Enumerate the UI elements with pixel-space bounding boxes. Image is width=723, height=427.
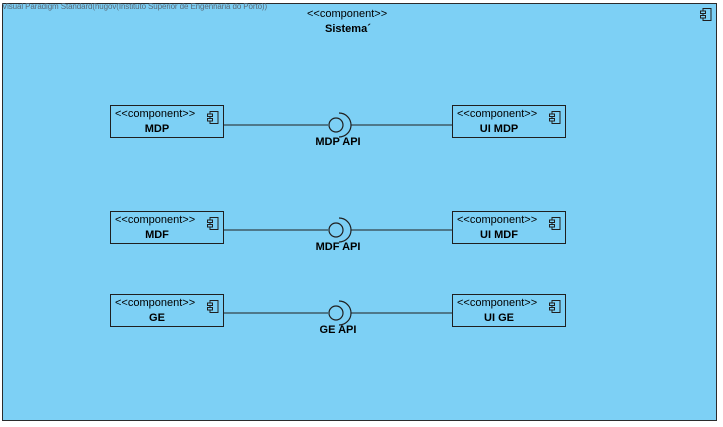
component-ui-mdf[interactable]: <<component>> UI MDF [452,211,566,244]
component-ui-ge[interactable]: <<component>> UI GE [452,294,566,327]
component-icon [207,111,219,124]
component-icon [549,217,561,230]
provided-interface-ball[interactable] [328,117,344,133]
provided-interface-ball[interactable] [328,305,344,321]
component-name: MDF [145,229,169,241]
component-stereotype: <<component>> [457,108,538,120]
provided-interface-ball[interactable] [328,222,344,238]
component-stereotype: <<component>> [457,297,538,309]
component-icon [207,300,219,313]
component-icon [207,217,219,230]
component-stereotype: <<component>> [115,108,196,120]
component-name: MDP [144,123,170,135]
component-name: UI GE [484,312,514,324]
interface-label: MDF API [315,241,361,253]
component-icon [700,8,712,21]
component-stereotype: <<component>> [115,297,196,309]
component-name: GE [149,312,165,324]
system-stereotype: <<component>> [307,8,388,20]
component-mdf[interactable]: <<component>> MDF [110,211,224,244]
component-name: UI MDP [479,123,519,135]
interface-label: GE API [319,324,357,336]
component-mdp[interactable]: <<component>> MDP [110,105,224,138]
component-ui-mdp[interactable]: <<component>> UI MDP [452,105,566,138]
interface-label: MDP API [315,136,361,148]
component-icon [549,300,561,313]
component-name: UI MDF [480,229,518,241]
watermark-text: Visual Paradigm Standard(hugov(Instituto… [2,2,268,11]
system-title: Sistema´ [325,23,371,35]
component-stereotype: <<component>> [115,214,196,226]
component-ge[interactable]: <<component>> GE [110,294,224,327]
component-icon [549,111,561,124]
component-stereotype: <<component>> [457,214,538,226]
